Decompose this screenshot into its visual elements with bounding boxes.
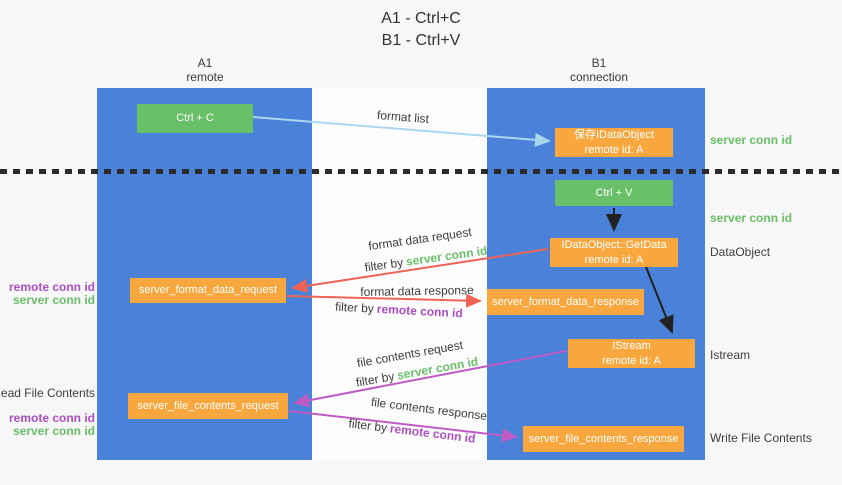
node-getdata-line1: IDataObject::GetData: [561, 239, 667, 252]
lane-header-b1: B1 connection: [539, 56, 659, 85]
node-format-request-label: server_format_data_request: [138, 284, 278, 297]
node-server-format-data-response: server_format_data_response: [487, 289, 644, 315]
title-line-1: A1 - Ctrl+C: [381, 10, 461, 27]
session-divider-line: [0, 169, 842, 174]
lane-header-a1: A1 remote: [145, 56, 265, 85]
label-remote-conn-id-1: remote conn id: [8, 280, 95, 294]
label-format-data-response: format data response: [360, 283, 474, 299]
arrow-file-request-to-response: [288, 410, 518, 443]
node-server-file-contents-request: server_file_contents_request: [128, 393, 288, 419]
node-server-file-contents-response: server_file_contents_response: [523, 426, 684, 452]
arrow-istream-to-file-request: [293, 350, 567, 408]
label-write-file-contents: Write File Contents: [710, 431, 812, 445]
node-server-format-data-request: server_format_data_request: [130, 278, 286, 303]
node-istream-line2: remote id: A: [602, 354, 661, 367]
title-line-2: B1 - Ctrl+V: [381, 31, 461, 49]
node-istream: IStream remote id: A: [568, 339, 695, 368]
label-server-conn-id-mid: server conn id: [710, 211, 793, 225]
label-dataobject: DataObject: [710, 245, 771, 259]
node-idataobject-getdata: IDataObject::GetData remote id: A: [550, 238, 678, 267]
node-ctrl-c: Ctrl + C: [137, 104, 253, 133]
node-istream-line1: IStream: [612, 340, 651, 353]
node-save-line1: 保存IDataObject: [573, 129, 655, 142]
node-getdata-line2: remote id: A: [584, 253, 644, 266]
node-ctrl-c-label: Ctrl + C: [176, 112, 214, 125]
node-ctrl-v-label: Ctrl + V: [595, 186, 633, 199]
lane-a1-name: A1: [197, 56, 213, 70]
arrow-getdata-to-istream: [645, 266, 674, 334]
lane-gap-background: [312, 88, 487, 460]
lane-b1-subtitle: connection: [569, 69, 629, 84]
node-save-idataobject: 保存IDataObject remote id: A: [555, 128, 673, 157]
arrow-format-request-to-response: [286, 293, 482, 308]
lane-a1-subtitle: remote: [186, 69, 224, 84]
node-file-request-label: server_file_contents_request: [137, 399, 279, 412]
node-ctrl-v: Ctrl + V: [555, 180, 673, 206]
node-save-line2: remote id: A: [584, 143, 644, 156]
filter-by-text: filter by: [334, 299, 375, 316]
diagram-title: A1 - Ctrl+C B1 - Ctrl+V: [0, 8, 842, 51]
arrow-format-list: [252, 116, 551, 147]
label-server-conn-id-left-1: server conn id: [12, 293, 95, 307]
label-istream: Istream: [710, 348, 751, 362]
node-format-response-label: server_format_data_response: [492, 295, 639, 308]
lane-b1-name: B1: [591, 56, 607, 70]
label-read-file-contents: Read File Contents: [0, 386, 95, 400]
label-remote-conn-id-2: remote conn id: [8, 411, 95, 425]
arrow-getdata-to-format-request: [291, 248, 549, 293]
label-server-conn-id-left-2: server conn id: [12, 424, 95, 438]
node-file-response-label: server_file_contents_response: [528, 432, 679, 445]
label-server-conn-id-top: server conn id: [710, 133, 793, 147]
